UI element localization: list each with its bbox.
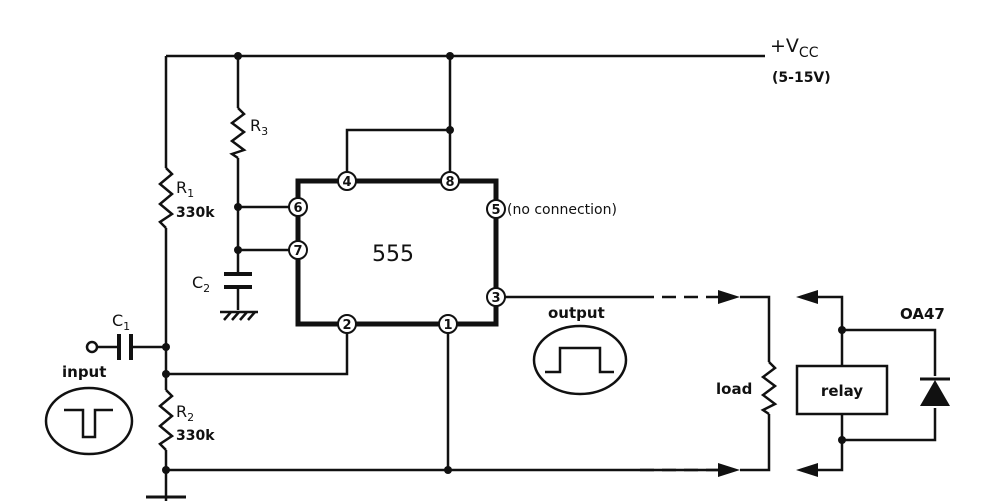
- pin-8: 8: [440, 171, 460, 191]
- load-top-wire: [740, 295, 771, 362]
- c1-label: C1: [112, 311, 130, 333]
- output-pulse-icon: [532, 324, 628, 396]
- output-label: output: [548, 304, 605, 322]
- r2-value: 330k: [176, 428, 215, 444]
- pin-1: 1: [438, 314, 458, 334]
- r3-branch-wire: [236, 56, 298, 310]
- relay-top-arrow: [796, 290, 818, 304]
- r2-label: R2: [176, 402, 194, 424]
- input-pulse-icon: [44, 386, 134, 456]
- vcc-range: (5-15V): [772, 70, 831, 86]
- ic-label: 555: [372, 242, 414, 267]
- diode-icon: [920, 377, 950, 406]
- svg-text:8: 8: [445, 175, 454, 190]
- pin-5: 5: [486, 199, 506, 219]
- svg-text:5: 5: [491, 203, 500, 218]
- load-resistor: [760, 361, 778, 416]
- relay-bottom-wire: [818, 414, 844, 472]
- vcc-label: +VCC: [770, 35, 819, 61]
- relay-box: [795, 364, 889, 416]
- svg-text:1: 1: [443, 318, 452, 333]
- load-ground-wire: [740, 414, 771, 472]
- reset-vcc-wire: [345, 56, 452, 181]
- ic-pins: 4 8 6 7 5 3 2 1: [288, 171, 506, 334]
- junction-dots: [162, 52, 846, 474]
- ground-icon: [220, 310, 258, 321]
- svg-text:3: 3: [491, 291, 500, 306]
- r3-label: R3: [250, 116, 268, 138]
- r1-label: R1: [176, 178, 194, 200]
- r1-value: 330k: [176, 205, 215, 221]
- pin-2: 2: [337, 314, 357, 334]
- c2-label: C2: [192, 273, 210, 295]
- r2-resistor: [158, 389, 175, 451]
- load-ground-arrow: [718, 463, 740, 477]
- input-wire: [85, 340, 166, 354]
- diode-wire: [842, 328, 937, 442]
- svg-text:4: 4: [342, 175, 351, 190]
- load-label: load: [716, 380, 752, 398]
- r3-resistor: [229, 107, 247, 160]
- c2-capacitor: [224, 272, 252, 289]
- pin-4: 4: [337, 171, 357, 191]
- pin-6: 6: [288, 197, 308, 217]
- pin5-note: (no connection): [507, 202, 617, 218]
- ground-bus: [166, 332, 718, 472]
- ic-555-body: [295, 178, 499, 327]
- diode-label: OA47: [900, 305, 945, 323]
- load-output-arrow: [718, 290, 740, 304]
- r1-resistor: [158, 167, 175, 229]
- trigger-wire: [166, 332, 349, 376]
- pin-3: 3: [486, 287, 506, 307]
- svg-text:7: 7: [293, 244, 302, 259]
- svg-text:2: 2: [342, 318, 351, 333]
- c1-capacitor: [117, 334, 133, 360]
- input-label: input: [62, 363, 106, 381]
- relay-top-wire: [818, 295, 844, 366]
- relay-label: relay: [821, 382, 863, 400]
- svg-text:6: 6: [293, 201, 302, 216]
- pin-7: 7: [288, 240, 308, 260]
- relay-bottom-arrow: [796, 463, 818, 477]
